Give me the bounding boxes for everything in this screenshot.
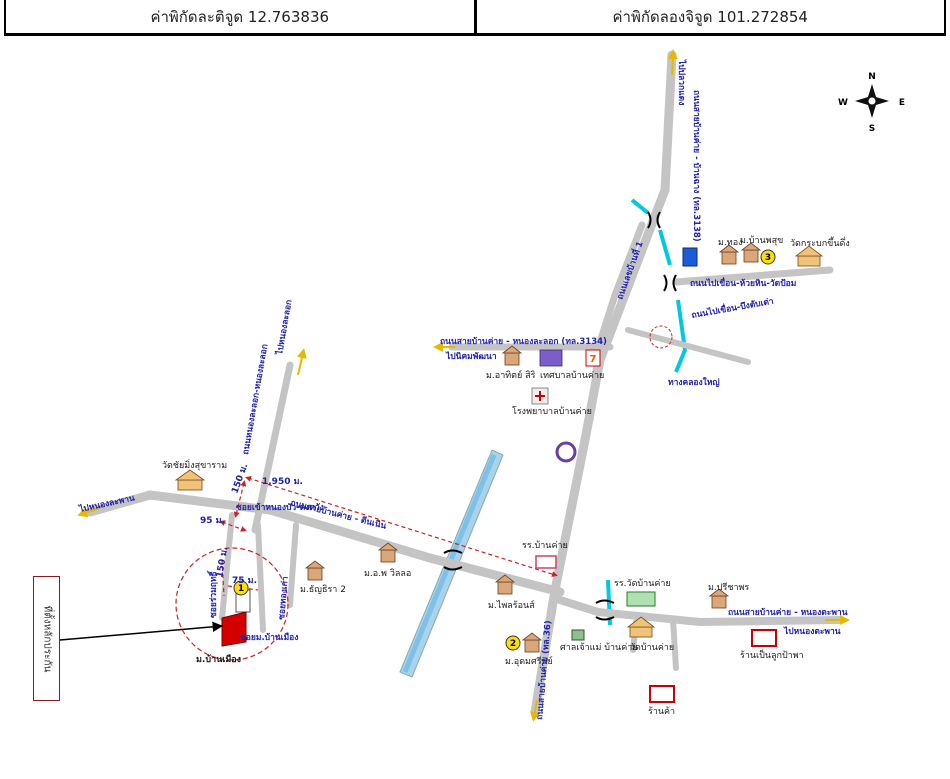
- label-to-nongtakhu: ไปหนองตะพาน: [783, 626, 841, 637]
- label-village-khm: ม.ทอง: [718, 238, 743, 248]
- house-icon: [304, 242, 762, 653]
- label-road-3134: ถนนสายบ้านค่าย - หนองละลอก (ทล.3134): [440, 336, 607, 347]
- marker-3: 3: [760, 249, 776, 265]
- svg-text:1: 1: [238, 584, 244, 594]
- label-shop-bottom: ร้านค้า: [648, 706, 675, 717]
- junction-circle: [649, 325, 673, 349]
- subject-lot: [221, 589, 251, 647]
- svg-text:W: W: [838, 98, 848, 108]
- label-village-muang: ม.บ้านเมือง: [196, 653, 241, 665]
- label-village-pinsiri: ม.อุดมศรีพย์: [505, 655, 553, 667]
- label-road-nongtakhu: ถนนสายบ้านค่าย - หนองตะพาน: [728, 607, 848, 618]
- label-soi-banmuang: ซอยม.บ้านเมือง: [240, 632, 298, 643]
- svg-text:E: E: [899, 98, 905, 108]
- compass-icon: N S E W: [838, 72, 905, 134]
- label-soi-nongbua: ซอยเข้าหนองบัว-ดงหวัง: [236, 502, 324, 513]
- label-village-prapai: ม.ปรีชาพร: [708, 582, 749, 593]
- longitude-label: ค่าพิกัดลองจิจูด 101.272854: [473, 0, 945, 33]
- marker-1: 1: [233, 580, 249, 596]
- label-dist-1950: 1,950 ม.: [262, 477, 303, 487]
- label-soi-kaewka: ซอยทองเก่า: [276, 576, 291, 621]
- label-to-nikom: ไปนิคมพัฒนา: [445, 351, 497, 362]
- label-hospital: โรงพยาบาลบ้านค่าย: [512, 406, 592, 417]
- pointer-arrow: [59, 621, 224, 641]
- svg-text:7: 7: [590, 354, 597, 365]
- latitude-label: ค่าพิกัดละติจูด 12.763836: [150, 7, 330, 26]
- label-road-nongsam: ถนนไปเขื่อน-บึงตับเต่า: [690, 294, 774, 321]
- creeks: [606, 198, 688, 626]
- label-village-rung: ม.ไพลร้อนส์: [488, 599, 535, 611]
- label-to-pluak-daeng: ไปปลวกแดง: [676, 59, 687, 105]
- label-road-3138: ถนนสายบ้านค่าย - บ้านฉาง (ทล.3138): [691, 90, 702, 242]
- svg-text:3: 3: [765, 253, 771, 263]
- svg-text:N: N: [868, 72, 876, 82]
- label-road-napa: ถนนไปเขื่อน-ห้วยหิน-วัดป้อม: [690, 276, 796, 289]
- subject-callout: ที่ตั้งหลักประกัน: [33, 576, 60, 701]
- label-to-nong-la-lok: ไปหนองละลอก: [274, 299, 295, 357]
- label-road-south: ถนนสายบ้านค่าย (ทล.36): [534, 620, 554, 720]
- svg-text:S: S: [869, 124, 875, 134]
- label-dist-95: 95 ม.: [200, 516, 225, 526]
- label-soi-rapi: ซอยร่วมฤทธิ์: [206, 570, 219, 618]
- label-road-bypass: ทางคลองใหญ่: [668, 377, 720, 388]
- label-shrine: ศาลเจ้าแม่ บ้านค่าย: [560, 642, 638, 653]
- direction-arrows: [77, 49, 850, 722]
- label-school-wat-bankai: รร.วัดบ้านค่าย: [614, 578, 671, 589]
- label-dist-150a: 150 ม.: [230, 462, 250, 495]
- label-dist-75: 75 ม.: [232, 576, 257, 586]
- temple-icon: [174, 245, 824, 638]
- label-road-nong-la-lok: ถนนหนองละลอก-หนองละลอก: [241, 343, 270, 455]
- subject-radius-circle: [175, 547, 289, 661]
- label-municipality: เทศบาลบ้านค่าย: [540, 370, 604, 381]
- landmark-icons: 7: [174, 242, 824, 703]
- label-temple-top: วัดกระบกขึ้นดึ่ง: [790, 236, 850, 249]
- marker-2: 2: [505, 635, 521, 651]
- label-village-thanya: ม.ธัญธิรา 2: [300, 584, 346, 595]
- label-temple-chom: วัดชัยมิ่งสุขาราม: [162, 458, 227, 471]
- label-shop-top: ร้านเป็นลูกป้าพา: [740, 648, 804, 661]
- label-school-bankai: รร.บ้านค่าย: [522, 540, 568, 551]
- coordinates-bar: ค่าพิกัดละติจูด 12.763836 ค่าพิกัดลองจิจ…: [4, 0, 946, 36]
- label-temple-bankai: วัดบ้านค่าย: [630, 642, 674, 653]
- label-village-po: ม.อ.พ วิลลอ: [364, 568, 411, 579]
- svg-text:2: 2: [510, 639, 516, 649]
- callout-text: ที่ตั้งหลักประกัน: [41, 605, 52, 672]
- label-village-athit: ม.อาทิตย์ สิริ: [486, 369, 536, 381]
- label-village-banthas: ม.บ้านพสุข: [740, 235, 783, 246]
